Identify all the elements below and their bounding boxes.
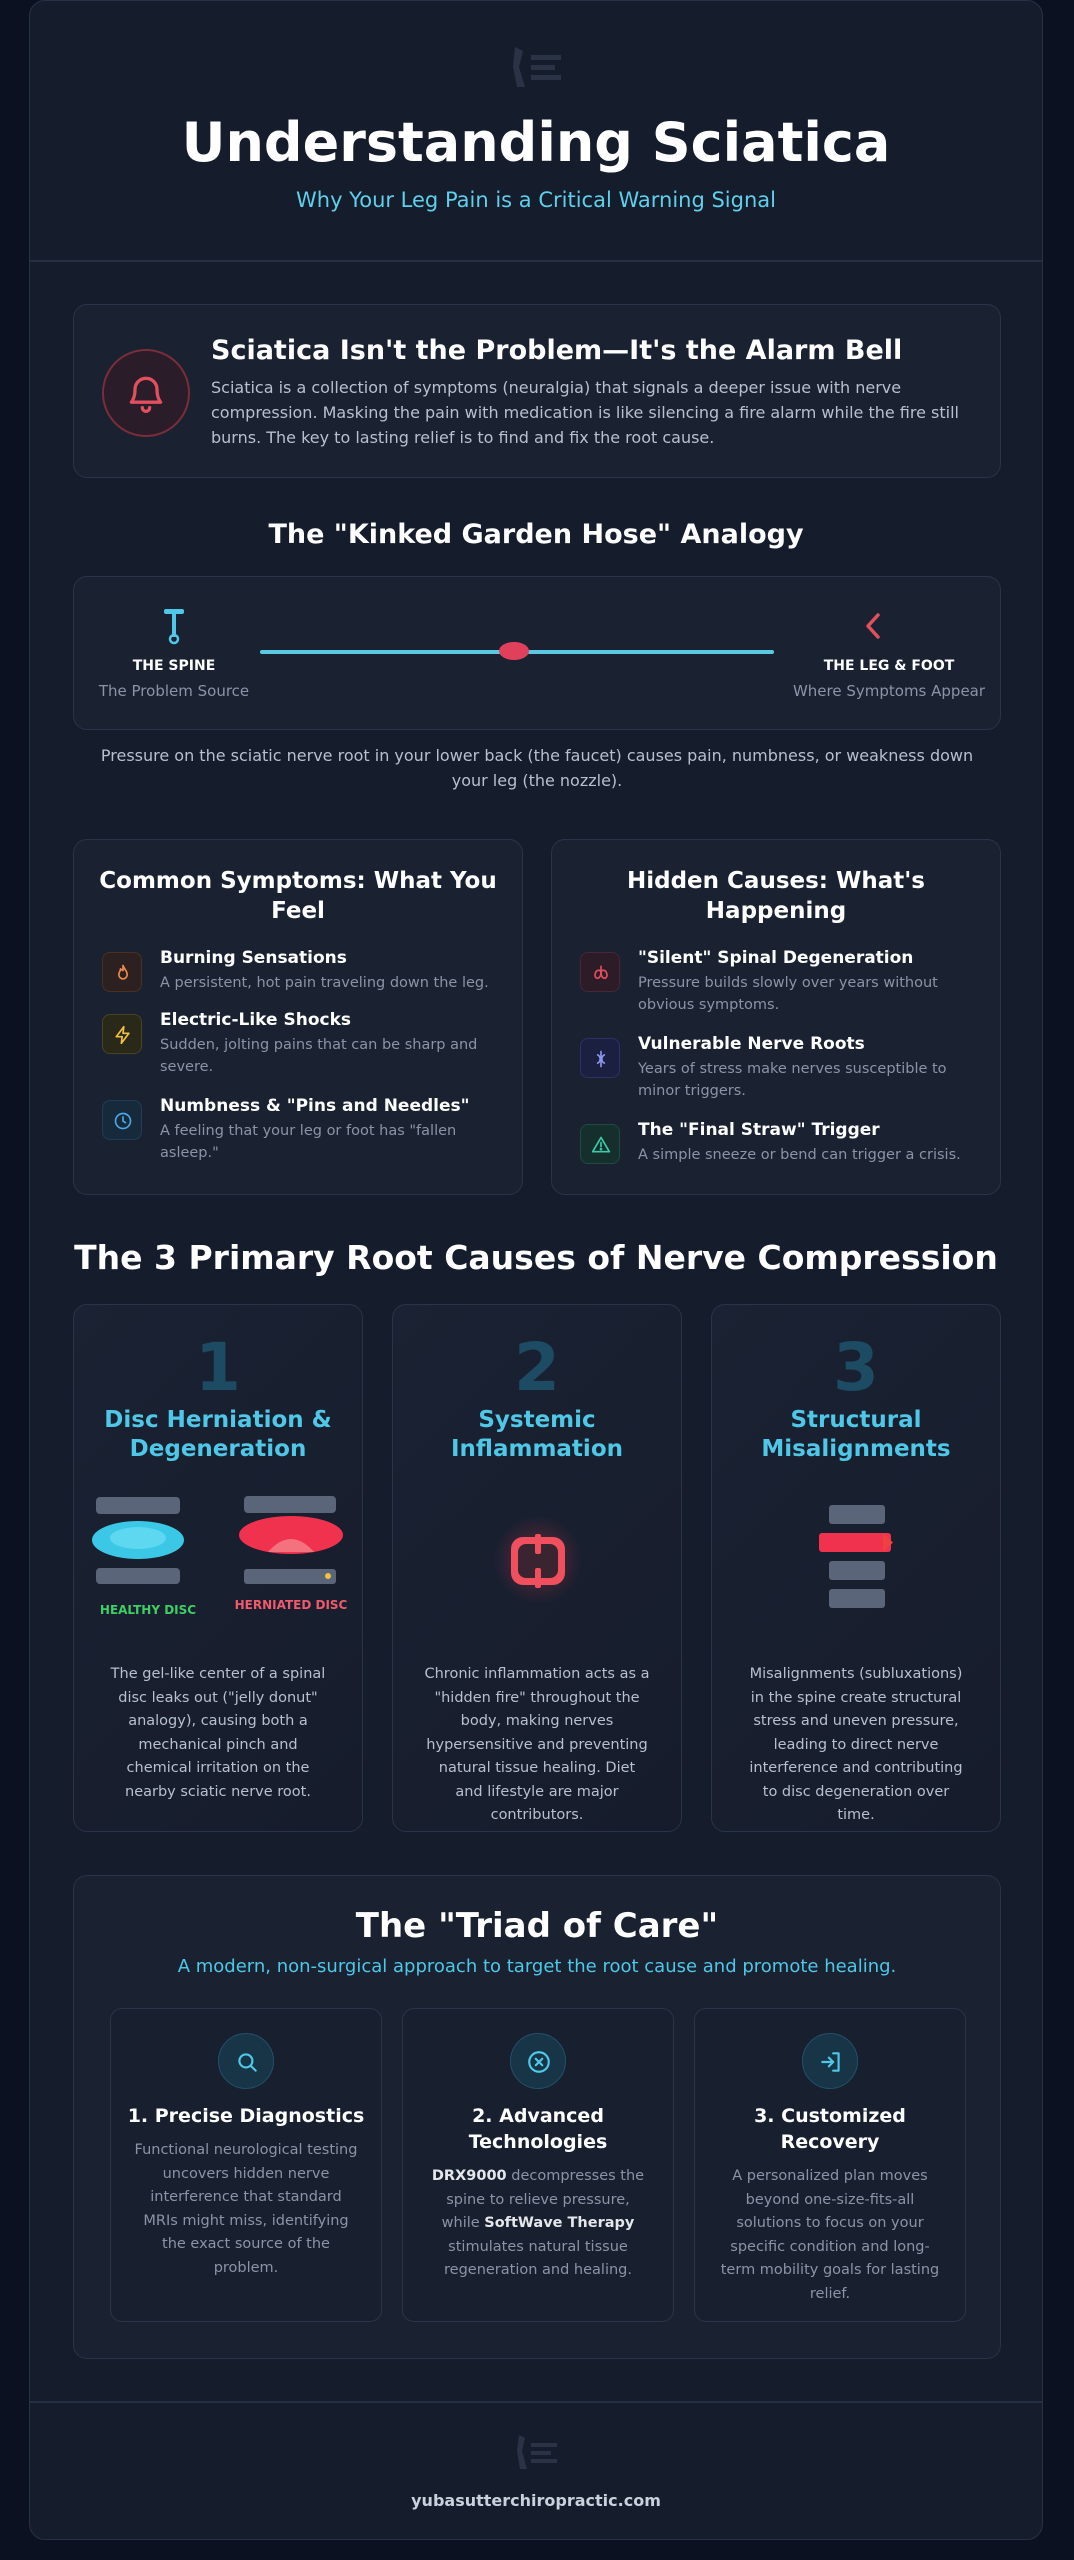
header: Understanding Sciatica Why Your Leg Pain… bbox=[30, 1, 1042, 262]
lightning-icon bbox=[115, 1025, 130, 1045]
spine-misalignment-illustration bbox=[819, 1505, 893, 1608]
clock-icon-box bbox=[102, 1100, 142, 1140]
sign-in-icon-badge bbox=[802, 2033, 858, 2089]
root-cause-number: 1 bbox=[195, 1329, 241, 1406]
root-cause-card-2: 2 Systemic Inflammation Chronic inflamma… bbox=[392, 1304, 682, 1832]
flame-icon bbox=[118, 964, 128, 980]
website-link[interactable]: yubasutterchiropractic.com bbox=[411, 2491, 661, 2510]
root-cause-title: Systemic Inflammation bbox=[450, 1407, 623, 1462]
hidden-cause-title: "Silent" Spinal Degeneration bbox=[638, 948, 914, 968]
alarm-body: Sciatica is a collection of symptoms (ne… bbox=[211, 378, 959, 447]
bell-icon bbox=[129, 376, 163, 413]
spine-label: THE SPINE bbox=[132, 658, 216, 674]
search-icon-badge bbox=[218, 2033, 274, 2089]
nozzle-icon bbox=[866, 613, 880, 639]
page-subtitle: Why Your Leg Pain is a Critical Warning … bbox=[296, 188, 776, 212]
root-cause-number: 2 bbox=[514, 1329, 560, 1406]
triad-item-title: 1. Precise Diagnostics bbox=[127, 2105, 365, 2127]
sign-in-icon bbox=[821, 2052, 840, 2072]
analogy-heading: The "Kinked Garden Hose" Analogy bbox=[268, 519, 804, 550]
symptom-title: Numbness & "Pins and Needles" bbox=[160, 1096, 470, 1116]
triad-item-desc: Functional neurological testing uncovers… bbox=[134, 2142, 358, 2276]
healthy-disc-illustration bbox=[92, 1497, 184, 1584]
hose-kink bbox=[499, 642, 529, 660]
root-cause-title: Disc Herniation & Degeneration bbox=[104, 1407, 332, 1462]
lungs-icon-box bbox=[580, 952, 620, 992]
root-cause-title: Structural Misalignments bbox=[761, 1407, 951, 1462]
symptom-title: Electric-Like Shocks bbox=[160, 1010, 352, 1030]
root-cause-desc: The gel-like center of a spinal disc lea… bbox=[110, 1666, 326, 1800]
footer: yubasutterchiropractic.com bbox=[30, 2401, 1042, 2539]
root-causes-heading: The 3 Primary Root Causes of Nerve Compr… bbox=[74, 1238, 998, 1277]
root-cause-card-1: 1 Disc Herniation & Degeneration HEALTHY… bbox=[73, 1304, 363, 1832]
triad-heading: The "Triad of Care" bbox=[355, 1906, 719, 1946]
triad-subheading: A modern, non-surgical approach to targe… bbox=[177, 1956, 897, 1977]
triad-item-title: 2. Advanced Technologies bbox=[468, 2105, 608, 2153]
softwave-term: SoftWave Therapy bbox=[484, 2215, 635, 2231]
hidden-causes-card: Hidden Causes: What's Happening "Silent"… bbox=[551, 839, 1001, 1195]
analogy-note: Pressure on the sciatic nerve root in yo… bbox=[100, 746, 974, 790]
hidden-causes-heading: Hidden Causes: What's Happening bbox=[627, 868, 925, 924]
spine-sublabel: The Problem Source bbox=[98, 682, 250, 700]
hidden-cause-title: Vulnerable Nerve Roots bbox=[638, 1034, 865, 1054]
healthy-disc-label: HEALTHY DISC bbox=[99, 1603, 197, 1617]
inflammation-icon bbox=[511, 1534, 565, 1588]
symptom-desc: Sudden, jolting pains that can be sharp … bbox=[160, 1037, 478, 1075]
triad-item-diagnostics: 1. Precise Diagnostics Functional neurol… bbox=[110, 2008, 382, 2322]
lungs-icon bbox=[594, 965, 608, 980]
symptom-desc: A persistent, hot pain traveling down th… bbox=[160, 975, 489, 991]
hidden-cause-desc: Pressure builds slowly over years withou… bbox=[638, 975, 938, 1013]
warning-icon bbox=[591, 1136, 611, 1153]
nerve-icon bbox=[596, 1050, 606, 1068]
symptom-desc: A feeling that your leg or foot has "fal… bbox=[160, 1123, 457, 1161]
triad-item-title: 3. Customized Recovery bbox=[754, 2105, 906, 2153]
clock-icon bbox=[114, 1112, 132, 1130]
hidden-cause-title: The "Final Straw" Trigger bbox=[638, 1120, 880, 1140]
herniated-disc-label: HERNIATED DISC bbox=[234, 1598, 348, 1612]
infographic-page: Understanding Sciatica Why Your Leg Pain… bbox=[29, 0, 1043, 2540]
triad-card: The "Triad of Care" A modern, non-surgic… bbox=[73, 1875, 1001, 2359]
circle-x-icon bbox=[528, 2051, 550, 2073]
symptoms-card: Common Symptoms: What You Feel Burning S… bbox=[73, 839, 523, 1195]
symptom-title: Burning Sensations bbox=[160, 948, 347, 968]
hidden-cause-desc: A simple sneeze or bend can trigger a cr… bbox=[638, 1147, 961, 1163]
triad-item-desc: A personalized plan moves beyond one-siz… bbox=[720, 2168, 940, 2302]
herniated-disc-illustration bbox=[239, 1496, 343, 1584]
bell-icon-badge bbox=[102, 349, 190, 437]
symptoms-heading: Common Symptoms: What You Feel bbox=[99, 868, 497, 924]
footer-logo bbox=[517, 2435, 557, 2469]
circle-x-icon-badge bbox=[510, 2033, 566, 2089]
alarm-heading: Sciatica Isn't the Problem—It's the Alar… bbox=[211, 335, 903, 366]
root-cause-card-3: 3 Structural Misalignments Misalignments… bbox=[711, 1304, 1001, 1832]
triad-item-technologies: 2. Advanced Technologies DRX9000 decompr… bbox=[402, 2008, 674, 2322]
triad-desc-part: stimulates natural tissue regeneration a… bbox=[444, 2238, 632, 2279]
search-icon bbox=[238, 2053, 257, 2072]
triad-item-desc: DRX9000 decompresses the spine to reliev… bbox=[425, 2165, 651, 2283]
leg-label: THE LEG & FOOT bbox=[823, 658, 955, 674]
triad-item-recovery: 3. Customized Recovery A personalized pl… bbox=[694, 2008, 966, 2322]
alarm-card: Sciatica Isn't the Problem—It's the Alar… bbox=[73, 304, 1001, 478]
lightning-icon-box bbox=[102, 1014, 142, 1054]
faucet-icon bbox=[164, 609, 184, 645]
hidden-cause-desc: Years of stress make nerves susceptible … bbox=[638, 1061, 947, 1099]
root-cause-number: 3 bbox=[833, 1329, 879, 1406]
logo bbox=[513, 47, 561, 87]
hose-diagram: THE SPINE The Problem Source THE LEG & F… bbox=[73, 576, 1001, 730]
page-title: Understanding Sciatica bbox=[181, 111, 891, 174]
triad-desc-part: decompresses the spine to relieve pressu… bbox=[441, 2168, 645, 2231]
leg-sublabel: Where Symptoms Appear bbox=[792, 682, 986, 700]
drx9000-term: DRX9000 bbox=[431, 2168, 507, 2184]
root-cause-desc: Misalignments (subluxations) in the spin… bbox=[749, 1666, 963, 1823]
root-cause-desc: Chronic inflammation acts as a "hidden f… bbox=[424, 1666, 650, 1823]
flame-icon-box bbox=[102, 952, 142, 992]
nerve-icon-box bbox=[580, 1038, 620, 1078]
warning-icon-box bbox=[580, 1124, 620, 1164]
